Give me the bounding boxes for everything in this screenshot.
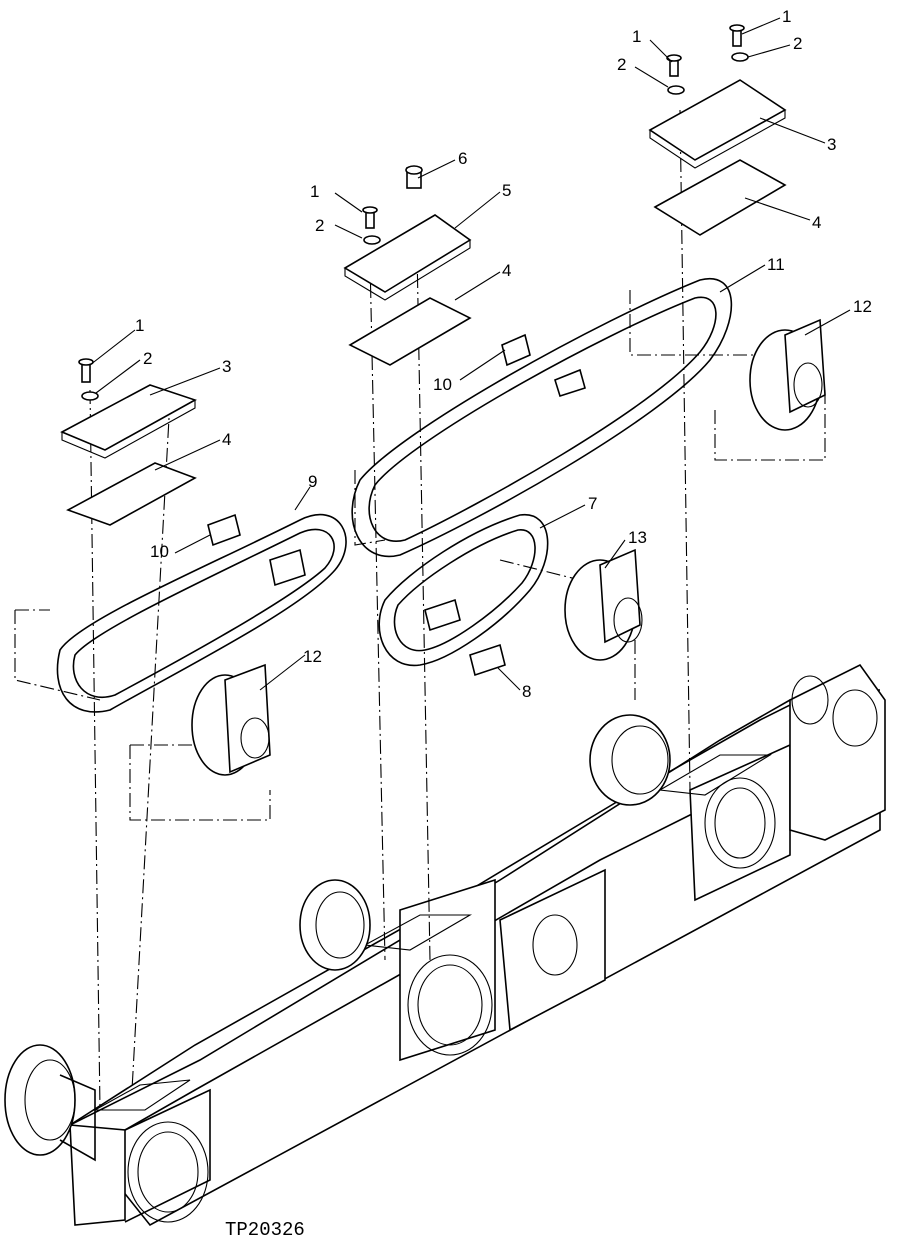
- callout-9: 9: [308, 472, 317, 491]
- hub-flange-right: [589, 714, 671, 806]
- callout-13: 13: [628, 528, 647, 547]
- callout-2: 2: [793, 34, 802, 53]
- cover-plate-3-left: [60, 384, 197, 459]
- callout-10: 10: [150, 542, 169, 561]
- callout-1: 1: [310, 182, 319, 201]
- cover-plate-5-middle: [343, 214, 472, 301]
- callout-1: 1: [135, 316, 144, 335]
- callout-10: 10: [433, 375, 452, 394]
- figure-id: TP20326: [225, 1219, 305, 1241]
- callout-12: 12: [303, 647, 322, 666]
- chain-11: [351, 277, 733, 558]
- sprocket-12-left: [191, 663, 271, 776]
- callout-7: 7: [588, 494, 597, 513]
- axle-housing: [68, 663, 886, 1227]
- callout-2: 2: [617, 55, 626, 74]
- callout-3: 3: [827, 135, 836, 154]
- callout-2: 2: [143, 349, 152, 368]
- callout-4: 4: [812, 213, 821, 232]
- sprocket-13: [564, 548, 643, 661]
- hub-flange-left: [4, 1044, 96, 1162]
- callout-4: 4: [222, 430, 231, 449]
- gasket-4-right: [653, 159, 787, 236]
- leader-lines: [89, 17, 851, 691]
- callout-3: 3: [222, 357, 231, 376]
- callout-1: 1: [632, 27, 641, 46]
- gasket-4-left: [66, 462, 197, 526]
- callout-11: 11: [767, 255, 785, 274]
- hub-flange-middle: [299, 879, 371, 971]
- chain-7: [378, 514, 549, 667]
- callout-6: 6: [458, 149, 467, 168]
- callout-12: 12: [853, 297, 872, 316]
- cover-plate-3-right: [648, 79, 787, 169]
- chain-9: [56, 513, 347, 713]
- callout-5: 5: [502, 181, 511, 200]
- sprocket-12-right: [749, 318, 826, 431]
- callout-1: 1: [782, 7, 791, 26]
- callout-labels: 1 2 3 4 9 10 12 1 2 6 5 4 10 1 2 1 2 3 4…: [135, 7, 872, 701]
- callout-8: 8: [522, 682, 531, 701]
- connecting-links: [207, 333, 586, 677]
- gasket-4-middle: [348, 297, 472, 366]
- callout-4: 4: [502, 261, 511, 280]
- callout-2: 2: [315, 216, 324, 235]
